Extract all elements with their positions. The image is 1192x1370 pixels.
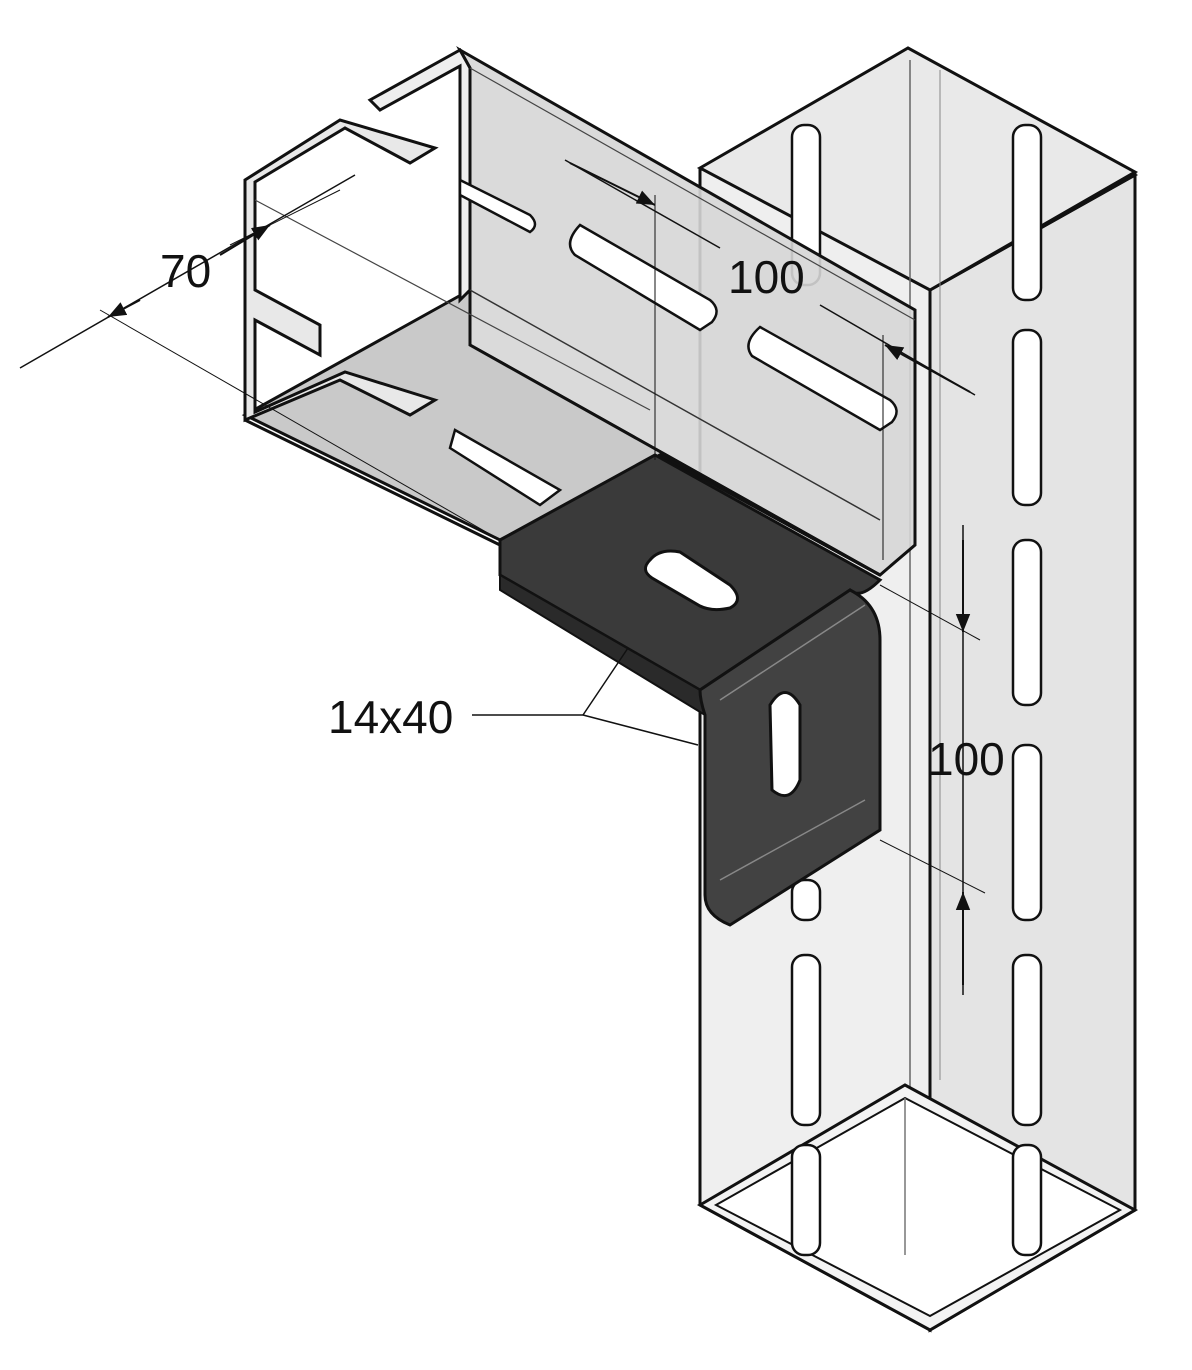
extension-line xyxy=(229,189,341,246)
slot-hole xyxy=(1011,743,1043,922)
channel-crease xyxy=(469,289,881,521)
dimension-label-100-right: 100 xyxy=(928,733,1005,785)
dimension-arrow xyxy=(569,162,656,206)
slot-hole xyxy=(1011,123,1043,302)
leader-line xyxy=(582,647,629,716)
dimension-arrow xyxy=(107,299,141,318)
extension-line xyxy=(99,309,501,541)
bracket-edge xyxy=(719,604,866,701)
dimension-70: 70 xyxy=(19,174,501,541)
bracket-edge xyxy=(719,799,866,881)
slot-hole xyxy=(790,1143,822,1257)
extension-line xyxy=(879,584,981,641)
channel-slots xyxy=(448,177,898,507)
slot-hole xyxy=(790,878,822,922)
post-right-slots xyxy=(1011,123,1043,1257)
channel-end-profile xyxy=(243,118,439,423)
slot-hole xyxy=(1011,1143,1043,1257)
slot-hole xyxy=(568,223,718,332)
leader-line xyxy=(582,714,699,746)
extension-line xyxy=(879,839,986,894)
slot-hole xyxy=(790,953,822,1127)
post-left-slots xyxy=(790,123,822,1257)
dimension-100-right: 100 xyxy=(879,525,1005,995)
slot-hole xyxy=(747,325,898,432)
channel-crease xyxy=(469,67,916,321)
dimension-label-14x40: 14x40 xyxy=(328,691,453,743)
slot-hole xyxy=(1011,328,1043,507)
dimension-label-70: 70 xyxy=(160,245,211,297)
dimension-14x40: 14x40 xyxy=(328,647,699,746)
dimension-line xyxy=(19,174,356,369)
slot-hole xyxy=(458,177,537,234)
slot-hole xyxy=(448,428,563,507)
dimension-arrow xyxy=(219,224,271,256)
channel-top-lip xyxy=(367,47,472,304)
horizontal-channel xyxy=(241,46,917,577)
dimension-100-top: 100 xyxy=(564,159,976,560)
dimension-arrow xyxy=(884,344,971,393)
bracket-slot-horizontal xyxy=(644,549,739,612)
slot-hole xyxy=(1011,953,1043,1127)
slot-hole xyxy=(1011,538,1043,707)
angle-bracket xyxy=(498,453,883,927)
bracket-slot-vertical xyxy=(768,691,802,798)
channel-crease xyxy=(254,199,651,411)
dimension-label-100-top: 100 xyxy=(728,251,805,303)
